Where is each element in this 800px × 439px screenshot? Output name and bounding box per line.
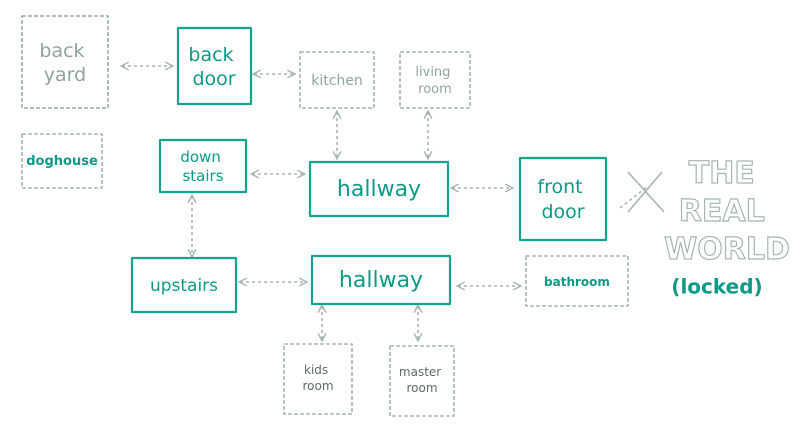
node-living-room[interactable] (399, 51, 471, 109)
real-world-title: THE REAL WORLD (664, 156, 790, 267)
label-back-door: back door (188, 44, 239, 90)
node-kitchen[interactable] (299, 51, 375, 109)
real-world-status: (locked) (671, 275, 762, 299)
node-master-room[interactable] (389, 345, 455, 417)
real-world-label: THE REAL WORLD (locked) (664, 155, 791, 299)
node-doghouse[interactable] (21, 133, 103, 189)
node-back-yard[interactable] (21, 15, 109, 109)
label-bathroom: bathroom (544, 275, 610, 289)
node-kids-room[interactable] (283, 343, 353, 415)
label-doghouse: doghouse (26, 154, 98, 169)
label-living-room: living room (415, 65, 454, 97)
node-bathroom[interactable] (525, 255, 629, 307)
label-downstairs: down stairs (180, 148, 225, 185)
label-hallway-up: hallway (339, 268, 423, 293)
node-back-door[interactable] (176, 26, 253, 106)
label-kitchen: kitchen (311, 73, 363, 89)
blocked-marker (619, 171, 665, 213)
label-hallway-down: hallway (337, 177, 421, 202)
label-upstairs: upstairs (150, 276, 218, 296)
label-front-door: front door (537, 176, 588, 223)
node-front-door[interactable] (518, 156, 608, 242)
label-master-room: master room (399, 365, 445, 395)
node-downstairs[interactable] (158, 138, 248, 194)
node-hallway-down[interactable] (308, 160, 450, 218)
node-hallway-up[interactable] (310, 254, 452, 306)
label-kids-room: kids room (302, 363, 333, 393)
label-back-yard: back yard (39, 40, 90, 86)
node-upstairs[interactable] (130, 256, 238, 314)
